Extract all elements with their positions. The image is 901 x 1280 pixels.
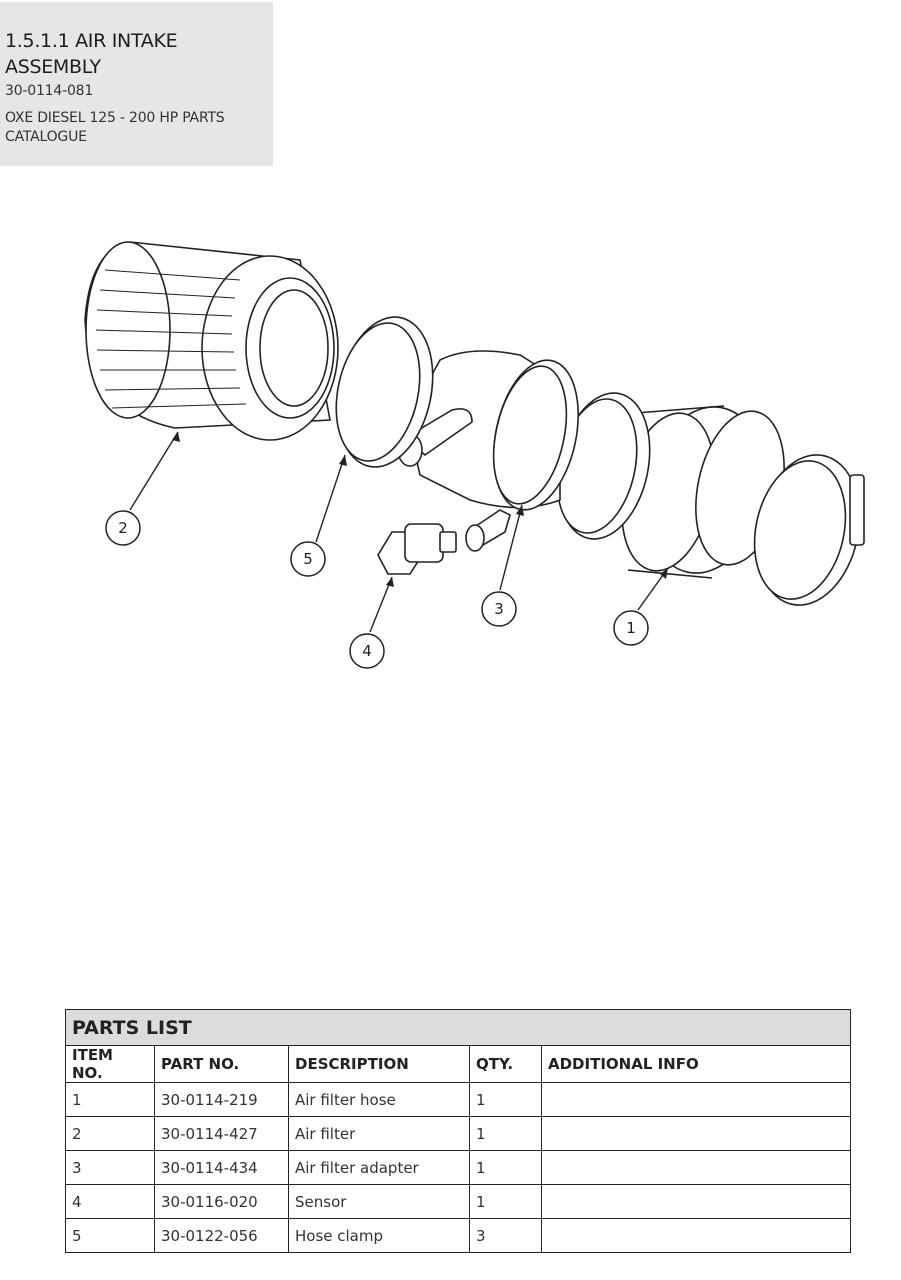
qty-cell: 1: [469, 1184, 542, 1219]
additional-info-cell: [541, 1218, 851, 1253]
column-header-part-no: PART NO.: [154, 1045, 289, 1083]
item-no-cell: 2: [65, 1116, 155, 1151]
description-cell: Air filter hose: [288, 1082, 470, 1117]
callout-bubble-2: [105, 510, 141, 546]
part-no-cell: 30-0114-434: [154, 1150, 289, 1185]
additional-info-cell: [541, 1082, 851, 1117]
table-row: 5 30-0122-056 Hose clamp 3: [65, 1218, 851, 1253]
air-filter-part: [84, 241, 339, 441]
sensor-part: [377, 523, 457, 575]
description-cell: Hose clamp: [288, 1218, 470, 1253]
qty-cell: 1: [469, 1150, 542, 1185]
callout-label-5: 5: [303, 550, 313, 568]
additional-info-cell: [541, 1116, 851, 1151]
additional-info-cell: [541, 1184, 851, 1219]
part-no-cell: 30-0116-020: [154, 1184, 289, 1219]
callout-bubble-1: [613, 610, 649, 646]
hose-clamp-left: [335, 316, 434, 468]
qty-cell: 1: [469, 1116, 542, 1151]
description-cell: Air filter: [288, 1116, 470, 1151]
table-row: 4 30-0116-020 Sensor 1: [65, 1184, 851, 1219]
air-filter-adapter-part: [397, 350, 579, 552]
additional-info-cell: [541, 1150, 851, 1185]
callout-bubble-3: [481, 591, 517, 627]
callout-label-2: 2: [118, 519, 128, 537]
qty-cell: 3: [469, 1218, 542, 1253]
callout-bubble-5: [290, 541, 326, 577]
qty-cell: 1: [469, 1082, 542, 1117]
item-no-cell: 5: [65, 1218, 155, 1253]
part-no-cell: 30-0114-219: [154, 1082, 289, 1117]
table-row: 1 30-0114-219 Air filter hose 1: [65, 1082, 851, 1117]
catalogue-name: OXE DIESEL 125 - 200 HP PARTS CATALOGUE: [5, 110, 225, 145]
document-header: 1.5.1.1 AIR INTAKE ASSEMBLY 30-0114-081 …: [0, 2, 273, 166]
column-header-additional-info: ADDITIONAL INFO: [541, 1045, 851, 1083]
table-header-row: ITEM NO. PART NO. DESCRIPTION QTY. ADDIT…: [65, 1045, 851, 1083]
column-header-description: DESCRIPTION: [288, 1045, 470, 1083]
item-no-cell: 3: [65, 1150, 155, 1185]
item-no-cell: 1: [65, 1082, 155, 1117]
column-header-qty: QTY.: [469, 1045, 542, 1083]
parts-list-title: PARTS LIST: [65, 1009, 851, 1046]
parts-list-table: PARTS LIST ITEM NO. PART NO. DESCRIPTION…: [65, 1009, 851, 1253]
callout-label-3: 3: [494, 600, 504, 618]
callout-label-4: 4: [362, 642, 372, 660]
assembly-part-number: 30-0114-081: [5, 83, 94, 99]
part-no-cell: 30-0122-056: [154, 1218, 289, 1253]
item-no-cell: 4: [65, 1184, 155, 1219]
column-header-item-no: ITEM NO.: [65, 1045, 155, 1083]
part-no-cell: 30-0114-427: [154, 1116, 289, 1151]
section-title: 1.5.1.1 AIR INTAKE ASSEMBLY: [5, 30, 178, 78]
description-cell: Air filter adapter: [288, 1150, 470, 1185]
description-cell: Sensor: [288, 1184, 470, 1219]
hose-clamp-right: [753, 454, 865, 606]
callout-bubble-4: [349, 633, 385, 669]
table-row: 3 30-0114-434 Air filter adapter 1: [65, 1150, 851, 1185]
exploded-view-drawing: 1 2 3 4 5: [84, 241, 865, 669]
table-row: 2 30-0114-427 Air filter 1: [65, 1116, 851, 1151]
callout-label-1: 1: [626, 619, 636, 637]
